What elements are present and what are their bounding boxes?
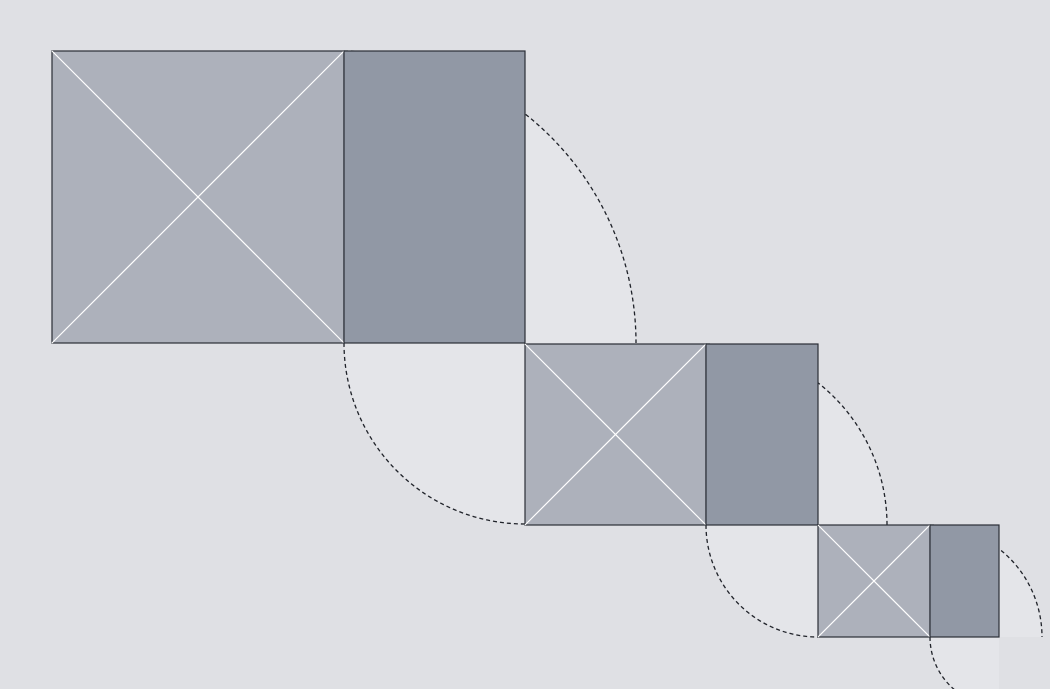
rectangle-3 [929, 524, 1000, 638]
lower-arc-1 [343, 342, 526, 525]
lower-arc-region-2 [706, 525, 818, 637]
square-3-diagonal-b [817, 524, 931, 638]
square-2-diagonal-b [524, 343, 707, 526]
rectangle-2 [705, 343, 819, 526]
square-1-diagonal-b [51, 50, 345, 344]
lower-arc-region-1 [344, 343, 525, 524]
lower-arc-2 [705, 524, 819, 638]
rectangle-1 [343, 50, 526, 344]
lower-arc-region-3 [930, 637, 999, 689]
spiral-levels [51, 50, 1043, 689]
upper-arc-2 [705, 343, 888, 526]
